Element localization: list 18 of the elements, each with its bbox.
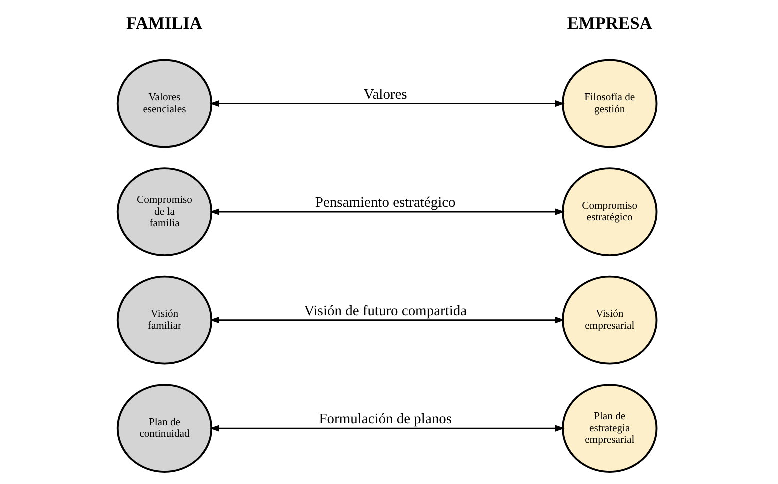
node-circle: Plan de continuidad [116, 384, 213, 474]
node-circle: Visión familiar [116, 276, 213, 365]
label: FAMILIA [126, 14, 203, 33]
arrow [210, 100, 565, 108]
node-circle: Plan de estrategia empresarial [562, 384, 658, 474]
node-circle: Compromiso estratégico [562, 168, 658, 256]
node-circle: Compromiso de la familia [116, 168, 213, 256]
edge-label: Visión de futuro compartida [304, 303, 468, 320]
node-circle: Filosofía de gestión [562, 59, 658, 148]
node-circle: Valores esenciales [116, 59, 213, 148]
edge-label: Formulación de planos [319, 412, 452, 428]
edge-label: Valores [364, 86, 408, 103]
edge-label: Pensamiento estratégico [315, 195, 456, 212]
arrow [210, 208, 565, 216]
label: EMPRESA [567, 14, 652, 33]
arrow [210, 316, 565, 324]
node-circle: Visión empresarial [562, 276, 658, 365]
arrow [210, 425, 565, 432]
